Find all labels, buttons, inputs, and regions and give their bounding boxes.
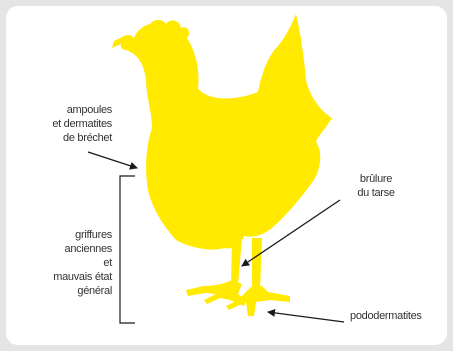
label-brulure: brûlure du tarse [340,172,412,200]
label-pododermatites: pododermatites [350,309,422,323]
label-griffures-line-4: mauvais état [30,270,112,284]
label-brulure-line-2: du tarse [340,186,412,200]
label-griffures-line-1: griffures [30,228,112,242]
arrow-pododermatites [268,312,344,322]
label-ampoules-line-1: ampoules [24,103,112,117]
label-griffures-line-2: anciennes [30,242,112,256]
chicken-body [112,14,332,250]
label-ampoules: ampoules et dermatites de bréchet [24,103,112,145]
label-ampoules-line-3: de bréchet [24,131,112,145]
label-griffures: griffures anciennes et mauvais état géné… [30,228,112,298]
label-brulure-line-1: brûlure [340,172,412,186]
label-ampoules-line-2: et dermatites [24,117,112,131]
bracket [120,176,135,323]
leg-left [231,238,242,286]
leg-right [252,238,262,290]
chicken-silhouette [112,14,332,316]
label-griffures-line-3: et [30,256,112,270]
label-griffures-line-5: général [30,284,112,298]
arrow-ampoules [88,152,137,168]
